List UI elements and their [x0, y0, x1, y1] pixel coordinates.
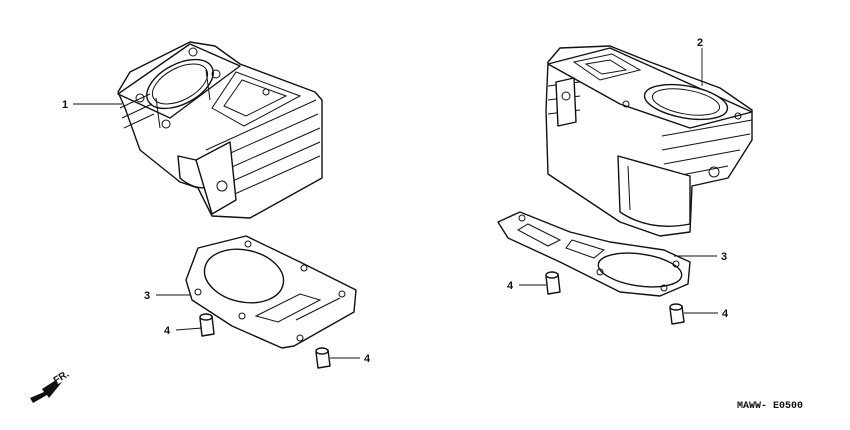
- left-gasket: [185, 235, 357, 349]
- callout-4-left-lower: 4: [364, 353, 371, 365]
- leader-lines: [73, 48, 718, 359]
- callout-1: 1: [62, 99, 68, 111]
- right-gasket: [497, 211, 691, 297]
- callout-3-right: 3: [721, 251, 727, 263]
- dowel-left-upper: [199, 313, 215, 337]
- diagram-code: MAWW- E0500: [737, 401, 803, 412]
- callout-4-right-right: 4: [722, 308, 729, 320]
- front-direction-arrow-icon: [30, 380, 62, 403]
- callout-4-right-left: 4: [507, 280, 514, 292]
- callout-2: 2: [697, 37, 703, 49]
- dowel-right-right: [669, 303, 685, 325]
- left-cylinder: [117, 41, 323, 219]
- callout-4-left-upper: 4: [164, 325, 171, 337]
- right-cylinder: [545, 45, 753, 237]
- dowel-right-left: [545, 271, 561, 295]
- dowel-left-lower: [315, 347, 331, 369]
- callout-3-left: 3: [144, 290, 150, 302]
